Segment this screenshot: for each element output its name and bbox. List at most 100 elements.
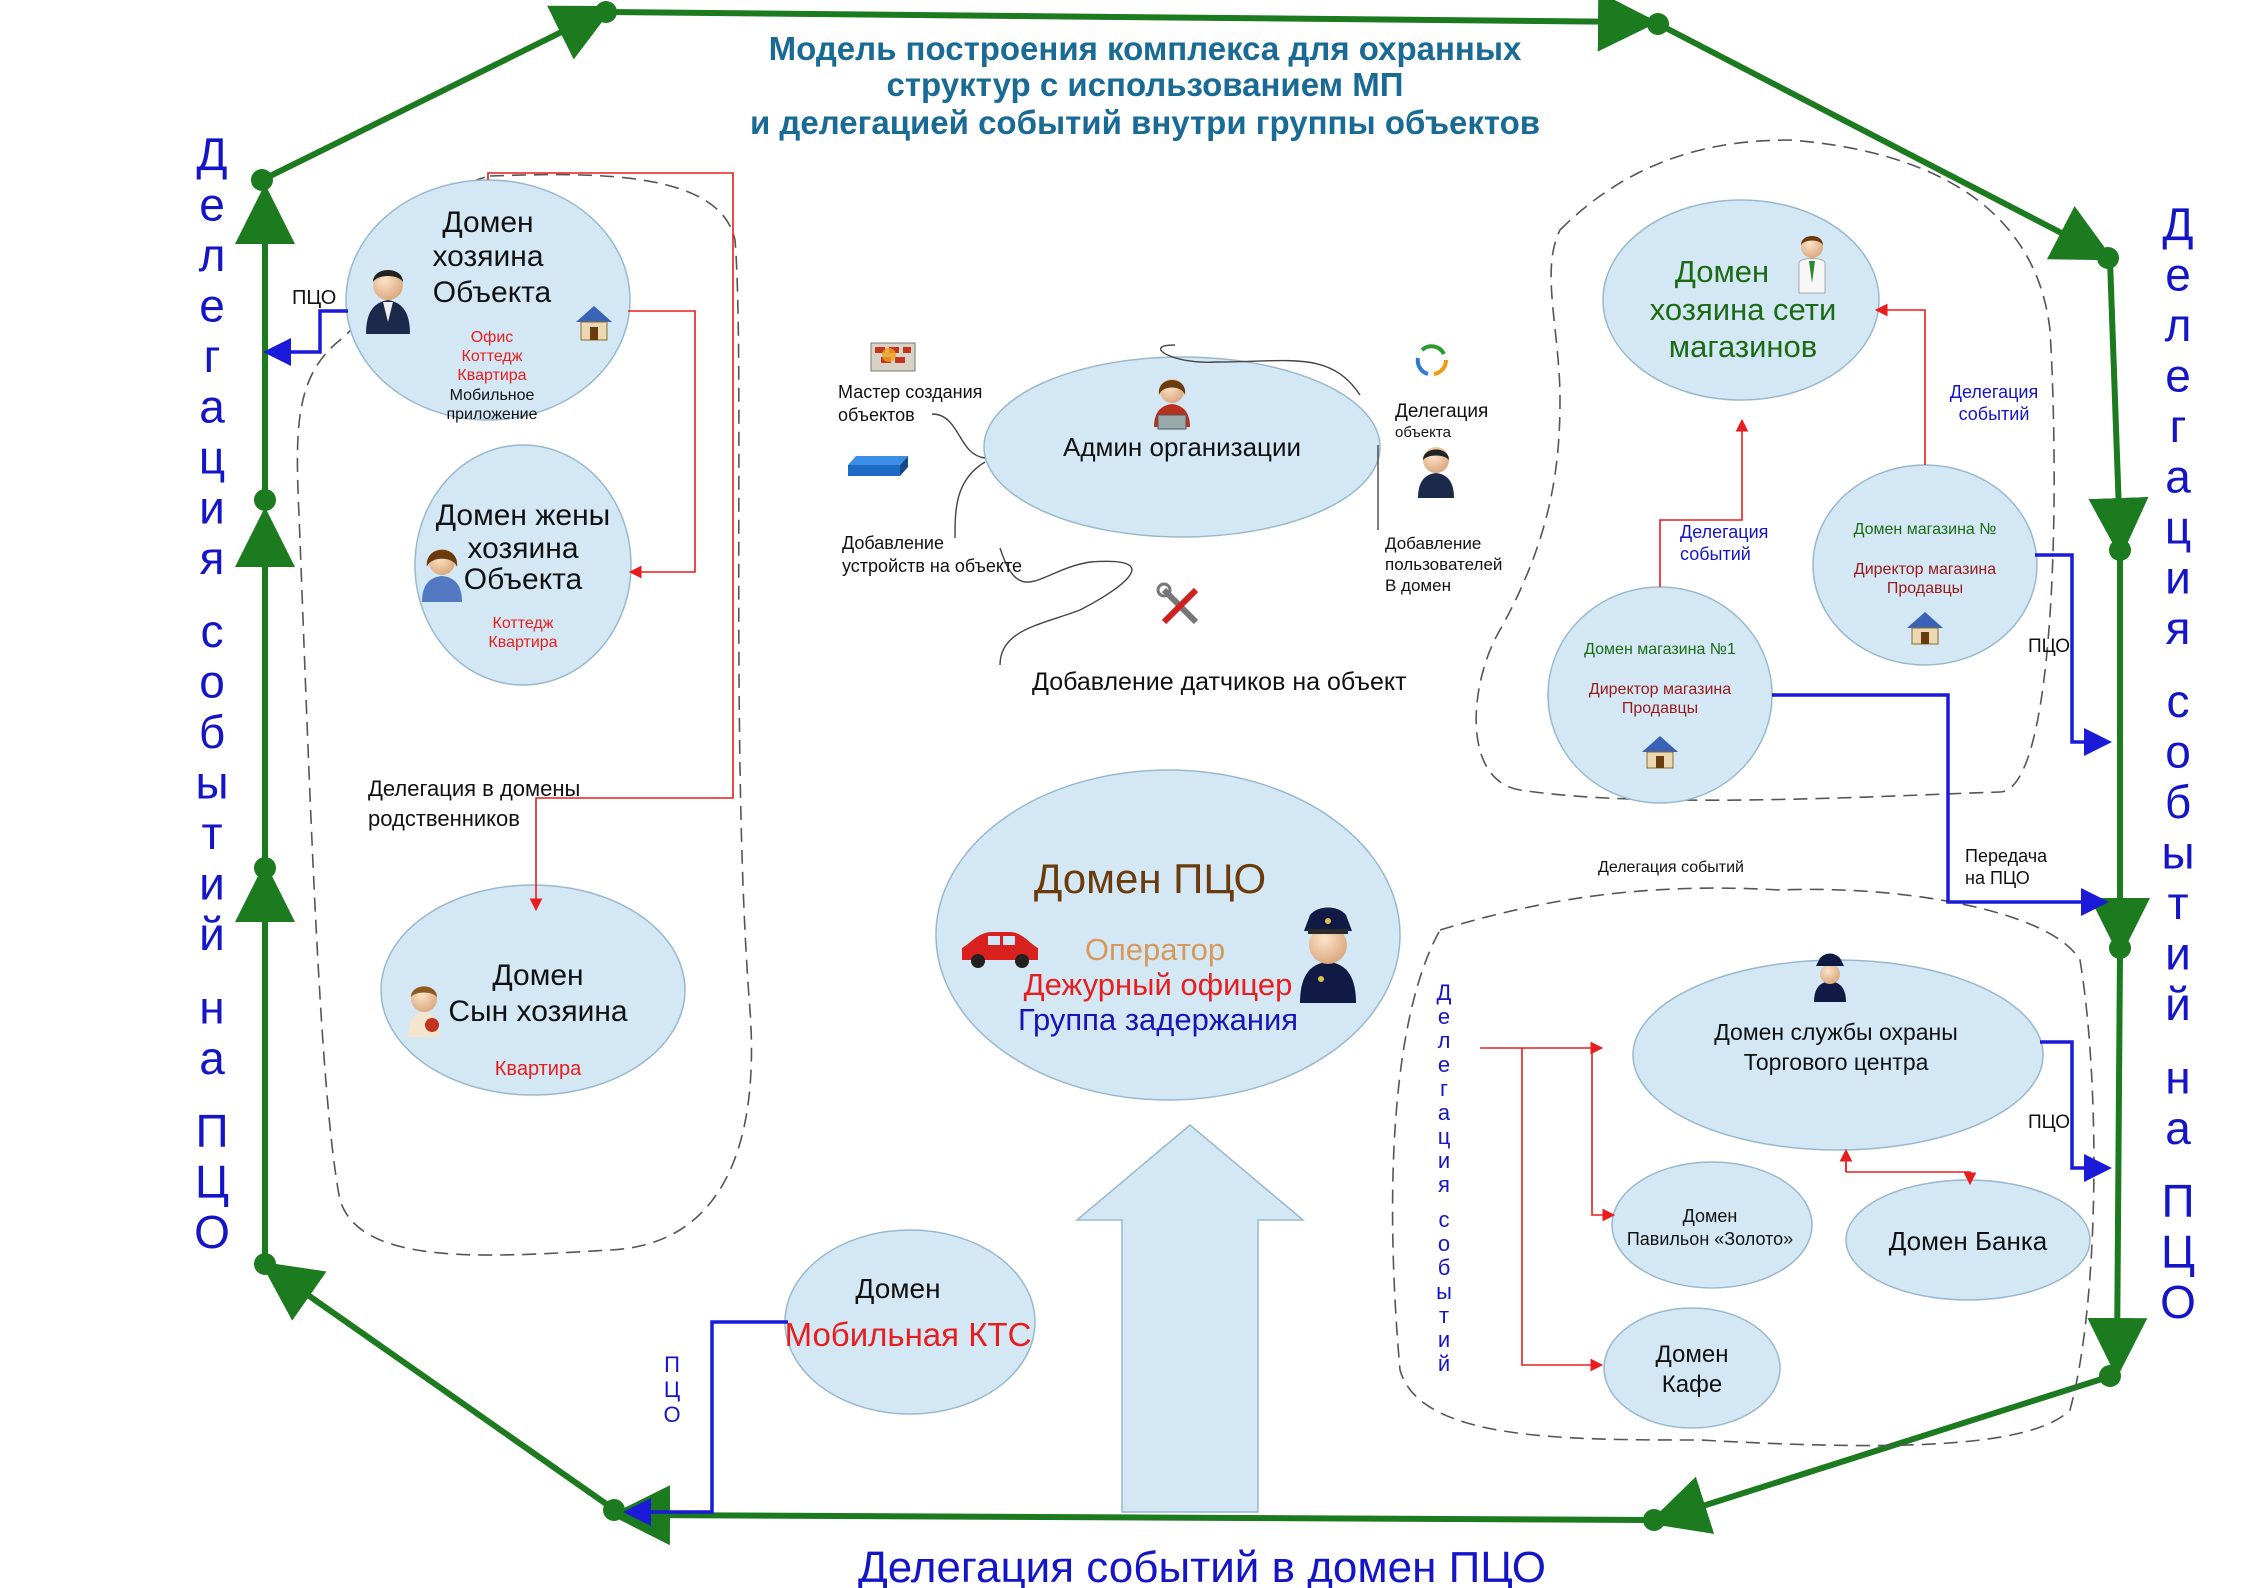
manager-icon xyxy=(1798,236,1826,294)
right-caption-letter-10: с xyxy=(2167,675,2190,727)
son-title-1: Домен xyxy=(492,959,583,992)
right-caption-letter-1: е xyxy=(2165,249,2191,301)
right-caption-letter-8: я xyxy=(2166,602,2191,654)
admin-icon xyxy=(1154,379,1190,430)
left-caption-letter-15: и xyxy=(199,858,225,910)
left-caption-letter-18: н xyxy=(199,981,224,1033)
right-red-connectors xyxy=(1480,303,1977,1372)
left-caption-letter-5: а xyxy=(199,381,225,433)
left-red-connectors xyxy=(487,172,734,912)
store1-house-icon xyxy=(1642,736,1678,769)
store2-pco-label: ПЦО xyxy=(2028,636,2070,657)
owner-item-office: Офис xyxy=(471,329,514,346)
right-caption-letter-18: н xyxy=(2165,1051,2190,1103)
left-caption-letter-11: о xyxy=(199,656,225,708)
pco-operator: Оператор xyxy=(1085,932,1225,967)
mobile-kts-title: Домен xyxy=(855,1273,940,1304)
left-caption-letter-19: а xyxy=(199,1032,225,1084)
house-icon xyxy=(576,306,612,341)
upward-delegation-arrow-shape xyxy=(1074,1124,1306,1513)
owner-item-flat: Квартира xyxy=(457,367,526,384)
admin-domain-node xyxy=(983,356,1381,538)
owner-item-cottage: Коттедж xyxy=(462,348,523,365)
left-caption-letter-13: ы xyxy=(195,757,228,809)
left-caption-letter-16: й xyxy=(199,908,225,960)
store2-item-sellers: Продавцы xyxy=(1887,580,1963,597)
chain-owner-title-2: хозяина сети xyxy=(1650,292,1837,327)
relatives-label-2: родственников xyxy=(368,806,520,831)
right-caption-letter-0: Д xyxy=(2162,198,2193,250)
mall-caption-letter-5: а xyxy=(1438,1100,1451,1125)
blue-pco-connectors xyxy=(263,309,2112,1526)
right-caption-letter-16: й xyxy=(2165,978,2191,1030)
police-officer-icon xyxy=(1300,907,1356,1003)
right-caption-letter-6: ц xyxy=(2165,501,2191,553)
mall-caption-letter-2: л xyxy=(1438,1028,1451,1053)
store1-delegation-2: событий xyxy=(1680,544,1751,564)
store2-item-director: Директор магазина xyxy=(1854,561,1996,578)
recycle-icon xyxy=(1415,344,1449,376)
tools-icon xyxy=(1156,582,1199,625)
owner-title-2: хозяина xyxy=(432,240,543,273)
mall-caption-letter-7: и xyxy=(1438,1148,1450,1173)
cafe-domain-node xyxy=(1603,1307,1781,1429)
mall-security-title-2: Торгового центра xyxy=(1744,1049,1929,1075)
mobile-kts-pco-o: О xyxy=(663,1402,680,1427)
title-line-1: Модель построения комплекса для охранных xyxy=(769,30,1522,67)
right-caption-letter-4: г xyxy=(2170,400,2187,452)
left-family-group-boundary xyxy=(296,173,753,1256)
pco-officer: Дежурный офицер xyxy=(1024,967,1293,1002)
mall-caption-letter-8: я xyxy=(1438,1172,1450,1197)
mall-caption-letter-16: й xyxy=(1438,1351,1450,1376)
right-caption-letter-12: б xyxy=(2165,776,2191,828)
mall-caption-letter-12: б xyxy=(1438,1255,1451,1280)
mall-pco-label: ПЦО xyxy=(2028,1112,2070,1133)
ellipses xyxy=(345,179,2091,1429)
admin-devices-1: Добавление xyxy=(842,533,944,553)
admin-devices-2: устройств на объекте xyxy=(842,556,1022,576)
son-title-2: Сын хозяина xyxy=(448,995,627,1028)
right-caption-letter-3: е xyxy=(2165,350,2191,402)
son-domain-node xyxy=(380,884,686,1096)
mobile-kts-pco-ts: Ц xyxy=(664,1377,680,1402)
businessman-icon xyxy=(366,270,410,334)
wife-item-cottage: Коттедж xyxy=(493,615,554,632)
admin-sensors: Добавление датчиков на объект xyxy=(1032,668,1407,696)
car-icon xyxy=(962,932,1038,968)
right-caption-letter-22: Ц xyxy=(2161,1226,2195,1278)
mall-caption-letter-10: с xyxy=(1439,1207,1450,1232)
mall-security-title-1: Домен службы охраны xyxy=(1714,1019,1958,1045)
right-caption-letter-11: о xyxy=(2165,726,2191,778)
transfer-label-1: Передача xyxy=(1965,846,2048,866)
left-caption-letter-8: я xyxy=(200,532,225,584)
admin-users-1: Добавление xyxy=(1385,534,1481,553)
wife-item-flat: Квартира xyxy=(488,634,557,651)
left-caption-letter-6: ц xyxy=(199,431,225,483)
admin-master-1: Мастер создания xyxy=(838,382,982,402)
right-caption-letter-15: и xyxy=(2165,928,2191,980)
owner-pco-label: ПЦО xyxy=(292,287,336,309)
admin-delegation-1: Делегация xyxy=(1395,401,1488,422)
right-mall-group-boundary xyxy=(1391,887,2095,1447)
mall-caption-letter-14: т xyxy=(1439,1303,1449,1328)
right-retail-group-boundary xyxy=(1475,139,2055,801)
device-icon xyxy=(848,456,908,476)
relatives-label-1: Делегация в домены xyxy=(368,776,580,801)
son-item-flat: Квартира xyxy=(495,1058,582,1080)
wife-title-1: Домен жены xyxy=(436,499,610,532)
cafe-title-1: Домен xyxy=(1656,1341,1729,1368)
pavilion-domain-node xyxy=(1611,1161,1813,1289)
mall-caption-letter-6: ц xyxy=(1438,1124,1451,1149)
user-icon xyxy=(1418,447,1454,498)
chain-owner-title-1: Домен xyxy=(1675,254,1769,289)
chain-delegation-1: Делегация xyxy=(1950,382,2038,402)
store2-house-icon xyxy=(1907,612,1943,645)
admin-master-2: объектов xyxy=(838,405,915,425)
pco-title: Домен ПЦО xyxy=(1034,855,1266,902)
left-caption-letter-3: е xyxy=(199,280,225,332)
title-line-3: и делегацией событий внутри группы объек… xyxy=(750,104,1540,141)
